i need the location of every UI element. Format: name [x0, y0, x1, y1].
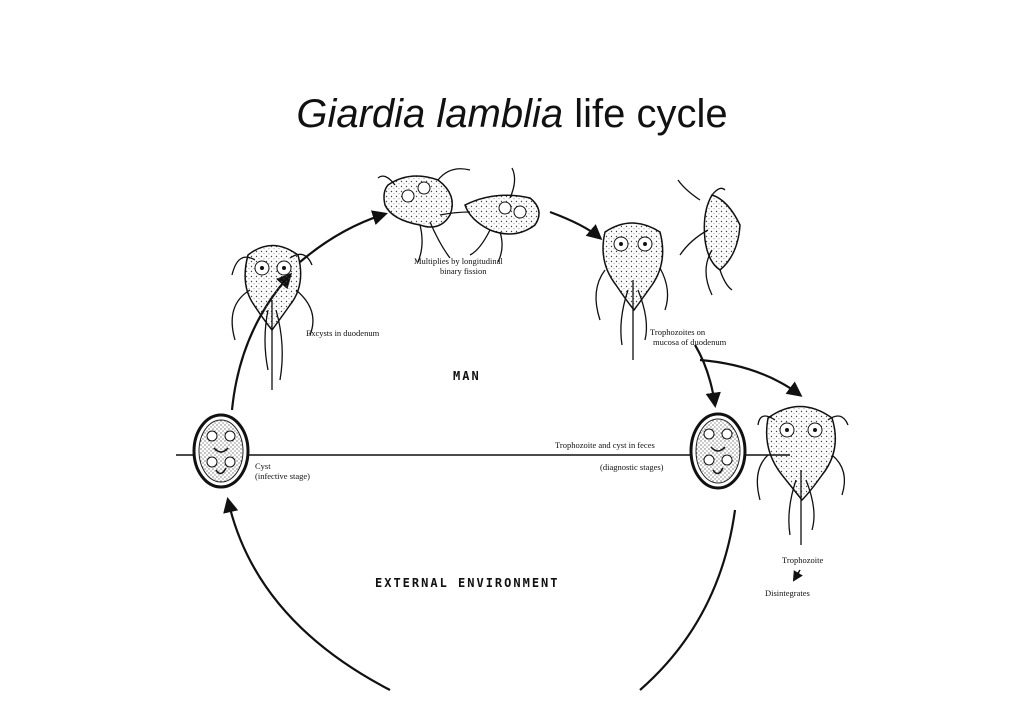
arc-right-upper — [694, 344, 721, 409]
label-trophozoite: Trophozoite — [782, 555, 823, 565]
zone-label-man: MAN — [453, 369, 481, 383]
trophozoites-dividing — [377, 167, 540, 263]
label-binary-fission-line2: binary fission — [440, 266, 487, 276]
cyst-right — [689, 412, 747, 490]
label-trophozoites-line1: Trophozoites on — [650, 327, 706, 337]
trophozoite-disintegrating — [756, 405, 849, 582]
arc-right-lower — [639, 509, 737, 691]
page-title: Giardia lamblia life cycle — [0, 92, 1024, 137]
label-cyst-line1: Cyst — [255, 461, 271, 471]
cycle-circle — [223, 210, 803, 691]
label-feces-line1: Trophozoite and cyst in feces — [555, 440, 655, 450]
cyst-left — [192, 413, 250, 489]
arc-left-lower — [223, 496, 391, 691]
trophozoite-mucosa-front — [595, 222, 669, 360]
title-rest: life cycle — [574, 92, 728, 136]
arc-top-right — [549, 210, 603, 241]
arc-to-trophozoite — [699, 358, 803, 397]
title-italic: Giardia lamblia — [296, 92, 564, 136]
label-trophozoites-line2: mucosa of duodenum — [653, 337, 727, 347]
arc-top-left — [299, 210, 388, 263]
label-cyst-line2: (infective stage) — [255, 471, 310, 481]
trophozoite-excysting — [231, 244, 314, 390]
diagram-labels: Multiplies by longitudinal binary fissio… — [255, 256, 823, 598]
zone-label-external: EXTERNAL ENVIRONMENT — [375, 576, 560, 590]
label-excysts: Excysts in duodenum — [306, 328, 380, 338]
trophozoite-mucosa-side — [677, 179, 741, 296]
label-disintegrates: Disintegrates — [765, 588, 810, 598]
label-binary-fission-line1: Multiplies by longitudinal — [414, 256, 503, 266]
label-feces-line2: (diagnostic stages) — [600, 462, 664, 472]
